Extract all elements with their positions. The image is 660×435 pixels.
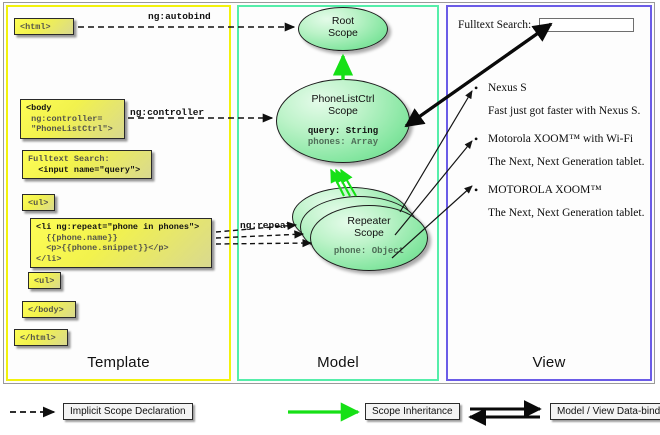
list-item: • Motorola XOOM™ with Wi-Fi The Next, Ne… [474,132,650,169]
scope-phonelistctrl-props: query: String phones: Array [277,126,409,148]
bullet-icon: • [474,183,479,197]
column-label-template: Template [87,354,150,371]
list-item-name: MOTOROLA XOOM™ [488,184,602,196]
list-item-snippet: Fast just got faster with Nexus S. [488,105,641,117]
list-item-snippet: The Next, Next Generation tablet. [488,207,645,219]
legend-label-inheritance: Scope Inheritance [365,403,460,420]
column-label-view: View [532,354,566,371]
view-search-input[interactable] [539,18,634,32]
edge-label-ng-controller: ng:controller [130,107,205,118]
code-box-ul-close: <ul> [28,272,61,289]
edge-label-ng-autobind: ng:autobind [148,11,211,22]
bullet-icon: • [474,132,479,146]
column-label-model: Model [317,354,359,371]
view-phone-list: • Nexus S Fast just got faster with Nexu… [474,81,650,225]
code-box-search-input: Fulltext Search: <input name="query"> [22,150,152,179]
list-item-name: Nexus S [488,82,527,94]
code-box-ul-open: <ul> [22,194,55,211]
view-search-label: Fulltext Search: [458,19,532,31]
bullet-icon: • [474,81,479,95]
column-template: Template [6,5,231,381]
code-box-body-open: <body ng:controller= "PhoneListCtrl"> [20,99,125,139]
scope-prop-phone: phone: Object [333,246,405,256]
edge-label-ng-repeat: ng:repeat [240,220,292,231]
legend: Implicit Scope Declaration Scope Inherit… [0,396,660,435]
list-item-name: Motorola XOOM™ with Wi-Fi [488,133,634,145]
code-box-html-open: <html> [14,18,74,35]
list-item: • MOTOROLA XOOM™ The Next, Next Generati… [474,183,650,220]
code-box-html-close: </html> [14,329,68,346]
code-box-li-repeat: <li ng:repeat="phone in phones"> {{phone… [30,218,212,268]
view-rendered-page: Fulltext Search: • Nexus S Fast just got… [452,9,648,375]
scope-repeater-props: phone: Object [311,246,427,257]
legend-label-databinding: Model / View Data-binding [550,403,660,420]
list-item-snippet: The Next, Next Generation tablet. [488,156,645,168]
code-box-body-close: </body> [22,301,76,318]
scope-prop-query: query: String [307,126,379,136]
scope-prop-phones: phones: Array [307,137,379,147]
legend-label-implicit: Implicit Scope Declaration [63,403,193,420]
list-item: • Nexus S Fast just got faster with Nexu… [474,81,650,118]
